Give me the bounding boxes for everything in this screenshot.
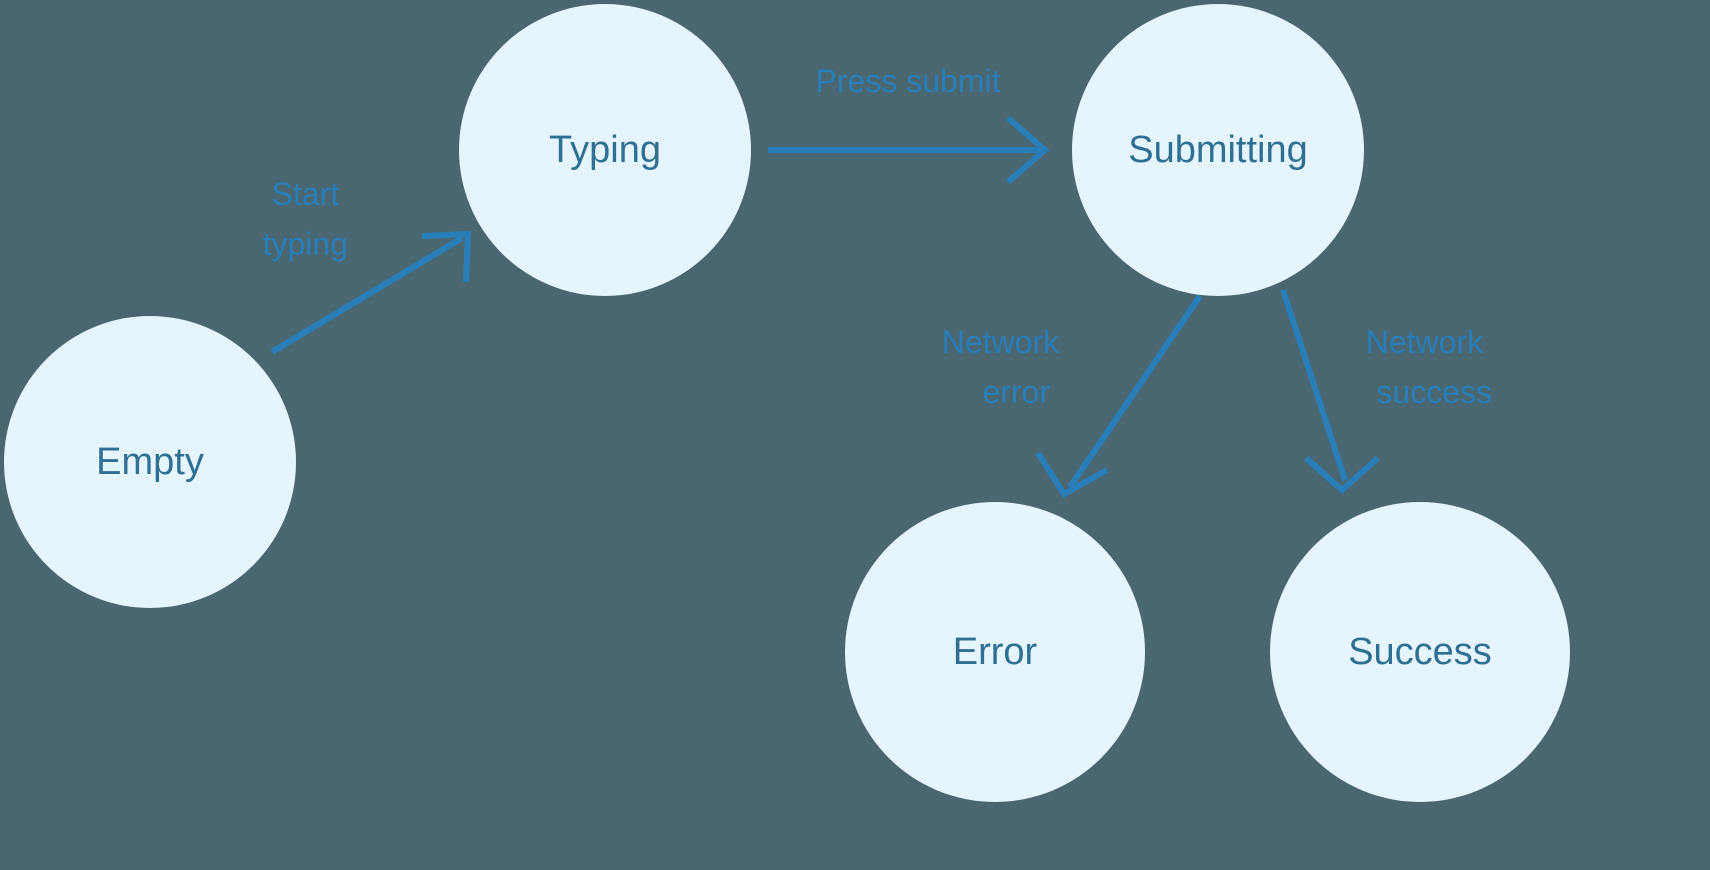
node-shape: [845, 502, 1145, 802]
edge-label-start-typing: Start typing: [263, 176, 348, 262]
edge-label-line: typing: [263, 226, 348, 262]
edge-line: [270, 235, 464, 355]
edge-label-line: Network: [1366, 324, 1484, 360]
node-label: Empty: [96, 441, 204, 483]
edge-submitting-to-success: [1280, 289, 1380, 495]
state-node-typing[interactable]: Typing: [459, 4, 751, 296]
state-node-empty[interactable]: Empty: [4, 316, 296, 608]
edge-label-line: success: [1376, 374, 1492, 410]
node-label: Typing: [549, 129, 661, 171]
arrowhead-icon: [1304, 455, 1380, 495]
state-node-success[interactable]: Success: [1270, 502, 1570, 802]
node-shape: [1072, 4, 1364, 296]
edge-label-line: error: [982, 374, 1050, 410]
edge-label-network-success: Network success: [1366, 324, 1492, 410]
node-shape: [1270, 502, 1570, 802]
node-shape: [459, 4, 751, 296]
edge-line: [1280, 289, 1348, 481]
node-shape: [4, 316, 296, 608]
edge-typing-to-submitting: [768, 115, 1050, 185]
state-node-error[interactable]: Error: [845, 502, 1145, 802]
node-label: Error: [953, 631, 1038, 673]
node-label: Success: [1348, 631, 1492, 673]
edge-label-line: Start: [272, 176, 340, 212]
node-label: Submitting: [1128, 129, 1308, 171]
edge-label-line: Network: [942, 324, 1060, 360]
arrowhead-icon: [1006, 115, 1050, 185]
arrowhead-icon: [421, 230, 472, 283]
edge-line: [1067, 294, 1203, 489]
edge-empty-to-typing: [270, 230, 472, 355]
state-node-submitting[interactable]: Submitting: [1072, 4, 1364, 296]
edge-label-line: Press submit: [816, 63, 1001, 99]
arrowhead-icon: [1035, 451, 1109, 499]
edge-label-press-submit: Press submit: [816, 63, 1001, 99]
edge-label-network-error: Network error: [942, 324, 1068, 410]
edge-submitting-to-error: [1035, 294, 1203, 499]
